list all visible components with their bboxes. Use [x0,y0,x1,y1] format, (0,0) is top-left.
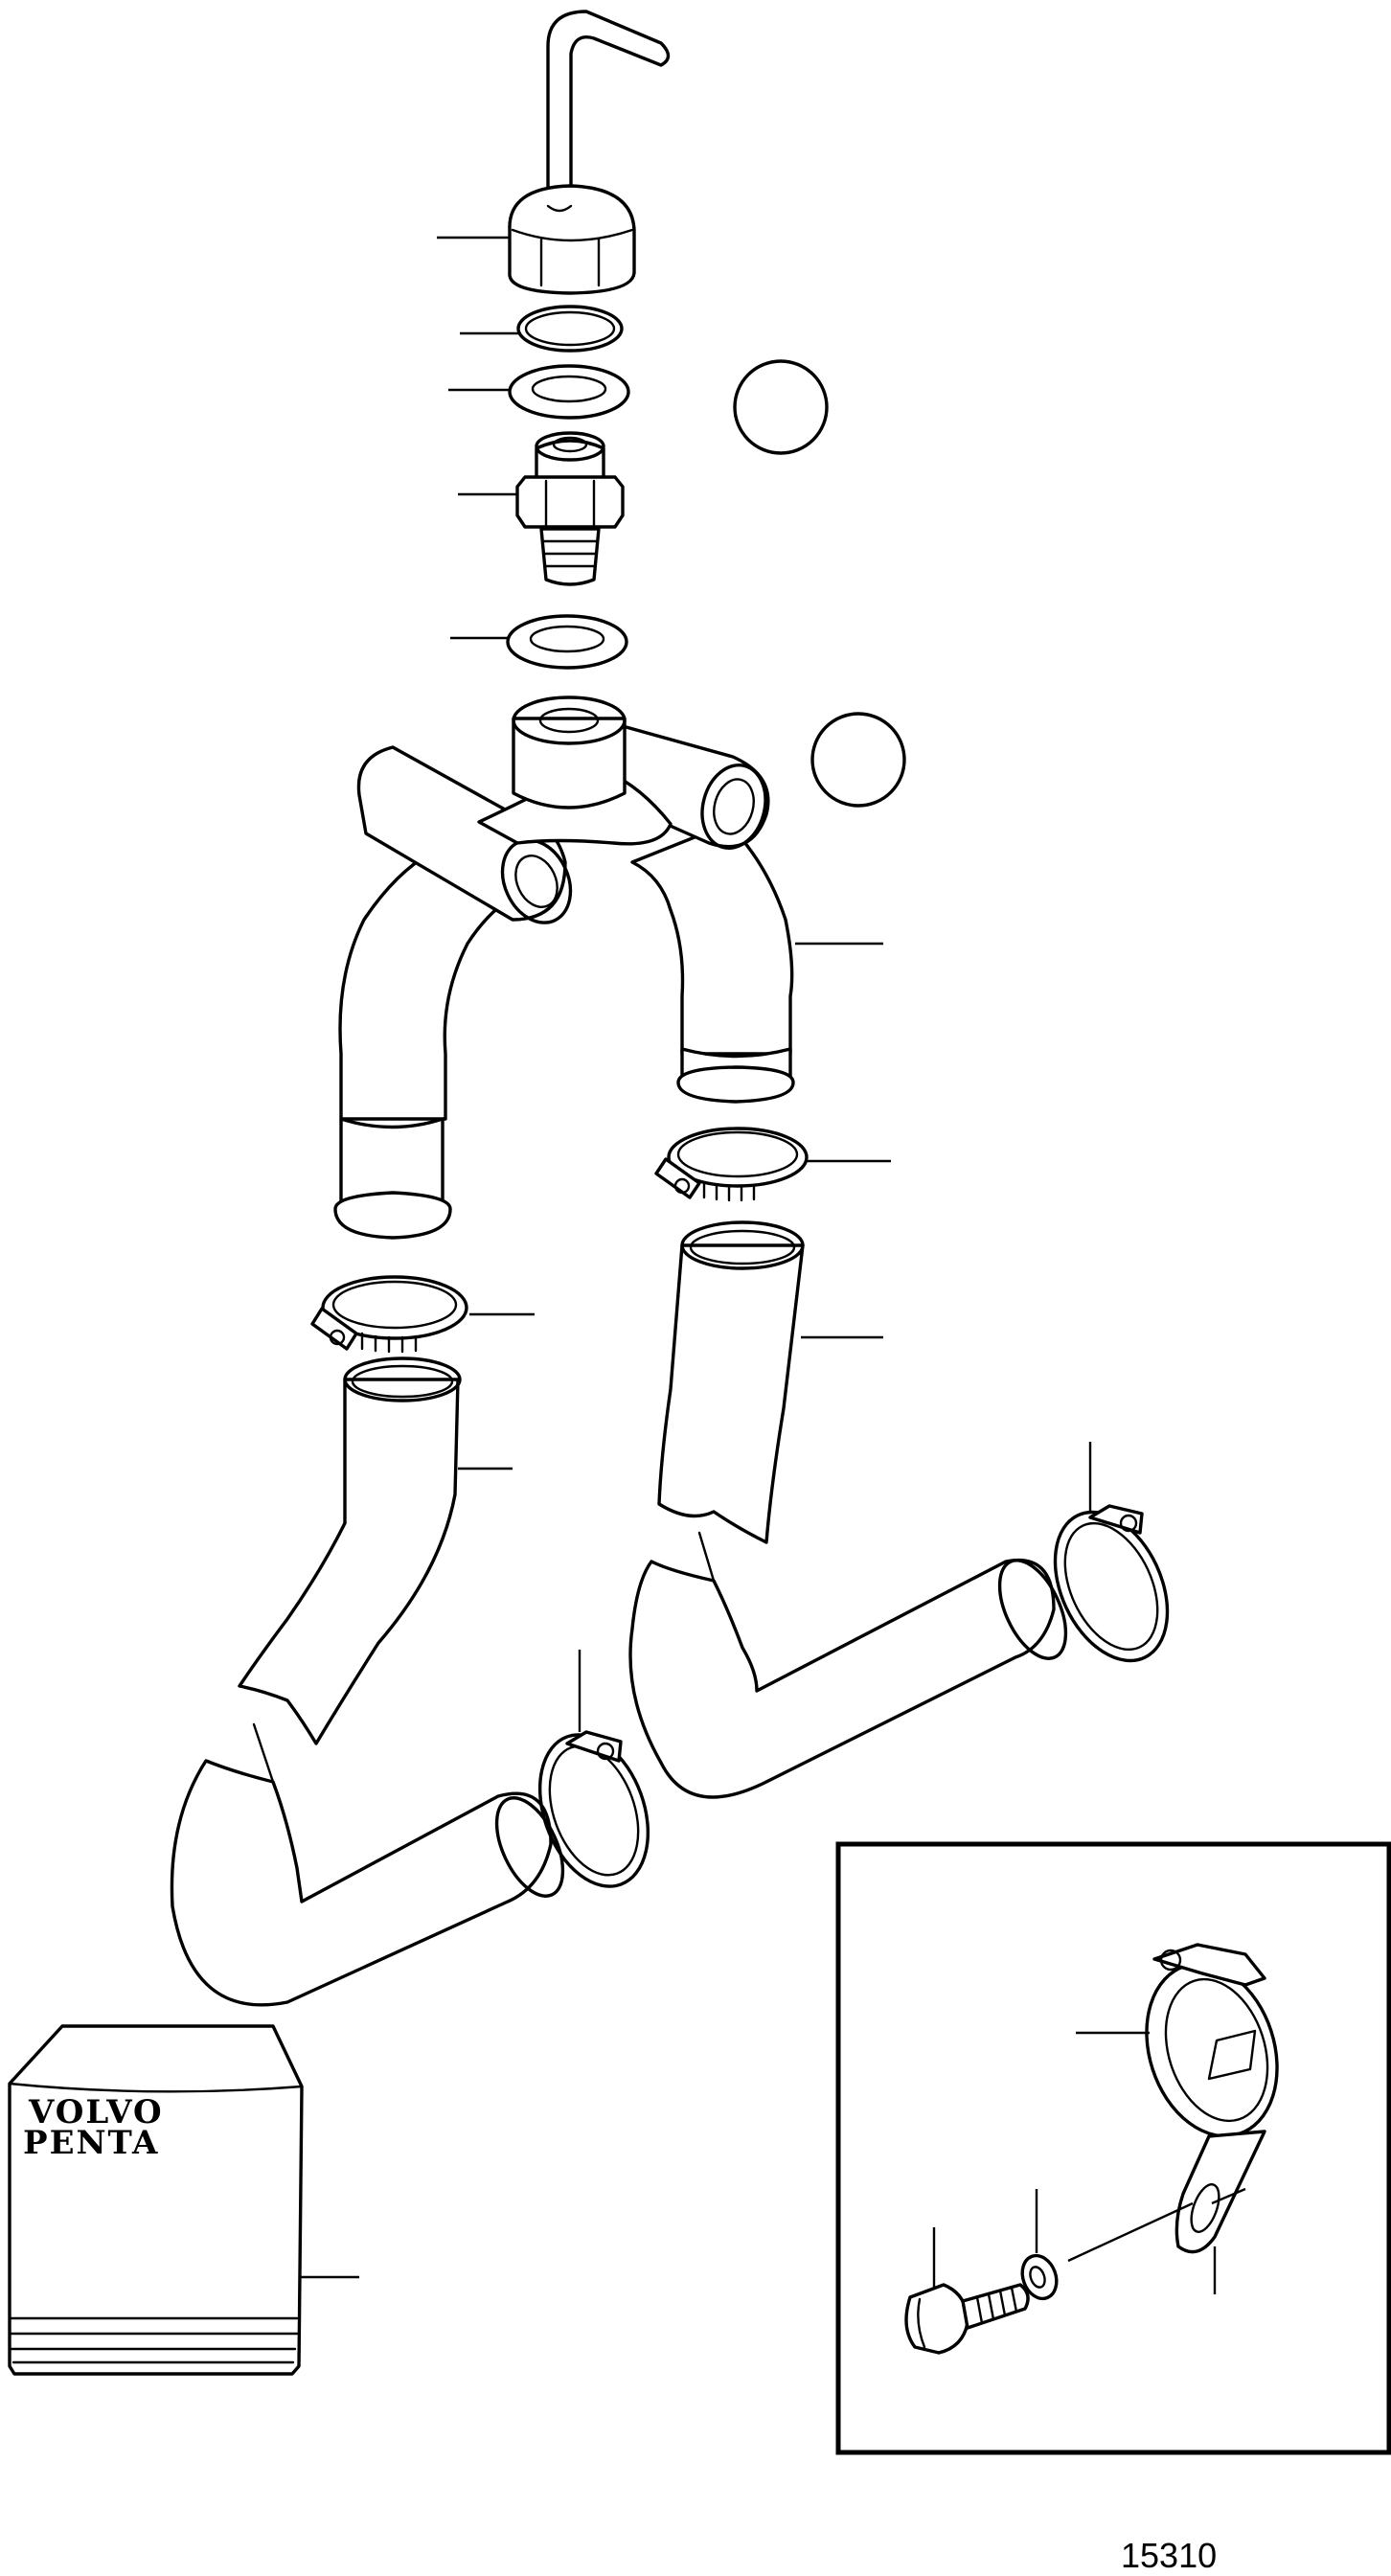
instruction-manual [8,2024,304,2376]
hose-right-lower [628,1531,1068,1799]
o-ring [516,305,624,353]
hose-clamp-right-upper [654,1127,809,1202]
leader-bracket-strap [1211,2187,1246,2205]
manual-logo-volvo: VOLVO [28,2093,164,2131]
union-nut [508,184,636,295]
hose-clamp-left-upper [310,1275,468,1354]
threaded-nipple [515,431,625,586]
upper-washer [508,364,630,420]
callout-circle-upper [733,359,829,455]
callout-circle-lower [810,712,906,808]
hose-left-upper [238,1356,462,1745]
hose-left-lower [170,1722,565,2007]
manual-logo-penta: PENTA [23,2124,159,2162]
hose-clamp-right-lower [1053,1504,1170,1663]
leader-washer-to-strap [1067,2201,1194,2263]
y-branch-pipe [333,695,795,1240]
hose-clamp-left-lower [537,1730,650,1888]
inset-detail-box [835,1841,1391,2455]
bolt [904,2283,1030,2355]
hose-right-upper [657,1220,805,1544]
small-washer [1020,2253,1059,2301]
diagram-reference-number: 15310 [1121,2536,1217,2575]
bracket-clamp [1145,1943,1279,2254]
bent-pipe [546,10,671,208]
lower-washer [506,614,628,670]
